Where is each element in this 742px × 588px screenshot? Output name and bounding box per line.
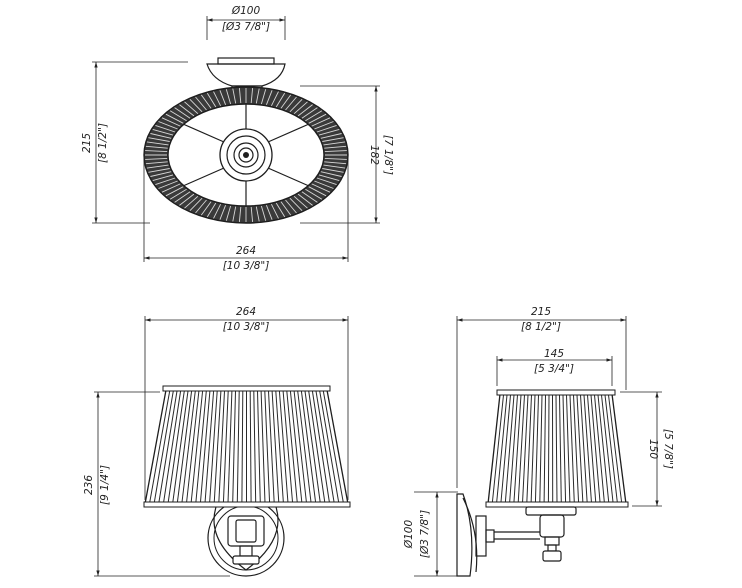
dim-label-inch: [8 1/2"]: [97, 123, 109, 163]
dim-label-inch: [Ø3 7/8"]: [419, 510, 431, 558]
dim-label-inch: [7 1/8"]: [382, 135, 394, 175]
side-view: 215 [8 1/2"] 145 [5 3/4"] 150 [5 7/8"] Ø…: [403, 306, 674, 577]
dim-front-height: 236 [9 1/4"]: [83, 391, 230, 577]
dim-label-inch: [9 1/4"]: [99, 465, 111, 505]
dim-top-shade-depth: 182 [7 1/8"]: [300, 85, 394, 224]
dim-label-mm: 236: [83, 475, 95, 495]
dim-label-inch: [Ø3 7/8"]: [222, 21, 270, 33]
dim-top-shade-width: 264 [10 3/8"]: [143, 155, 349, 272]
front-view: 264 [10 3/8"] 236 [9 1/4"]: [83, 306, 351, 577]
dim-side-shade-height: 150 [5 7/8"]: [620, 391, 674, 507]
dim-label-inch: [10 3/8"]: [223, 260, 270, 272]
side-shade: [485, 389, 629, 508]
dim-label-mm: Ø100: [231, 5, 261, 17]
dim-top-total-height: 215 [8 1/2"]: [81, 61, 188, 224]
front-backplate: [207, 506, 285, 577]
front-shade: [143, 385, 351, 508]
side-arm: [494, 506, 577, 562]
side-backplate: [456, 493, 495, 577]
dim-label-inch: [5 3/4"]: [534, 363, 574, 375]
dim-top-canopy-diameter: Ø100 [Ø3 7/8"]: [206, 5, 286, 40]
top-view: Ø100 [Ø3 7/8"] 215 [8 1/2"] 182 [7 1/8"]…: [81, 5, 394, 272]
dim-label-mm: 145: [544, 348, 564, 360]
dim-label-mm: Ø100: [403, 520, 415, 550]
dim-side-projection: 215 [8 1/2"]: [456, 306, 627, 488]
dim-label-inch: [5 7/8"]: [662, 429, 674, 469]
dim-label-mm: 182: [368, 145, 380, 165]
dim-front-shade-width: 264 [10 3/8"]: [144, 306, 349, 500]
dim-side-shade-top: 145 [5 3/4"]: [496, 348, 613, 386]
dim-label-mm: 264: [236, 245, 256, 257]
dim-side-backplate-diameter: Ø100 [Ø3 7/8"]: [403, 491, 458, 577]
dim-label-mm: 150: [647, 439, 659, 459]
dim-label-inch: [10 3/8"]: [223, 321, 270, 333]
top-shade: [143, 86, 349, 224]
dim-label-mm: 215: [531, 306, 551, 318]
dim-label-mm: 215: [81, 133, 93, 153]
dim-label-inch: [8 1/2"]: [521, 321, 561, 333]
dim-label-mm: 264: [236, 306, 256, 318]
